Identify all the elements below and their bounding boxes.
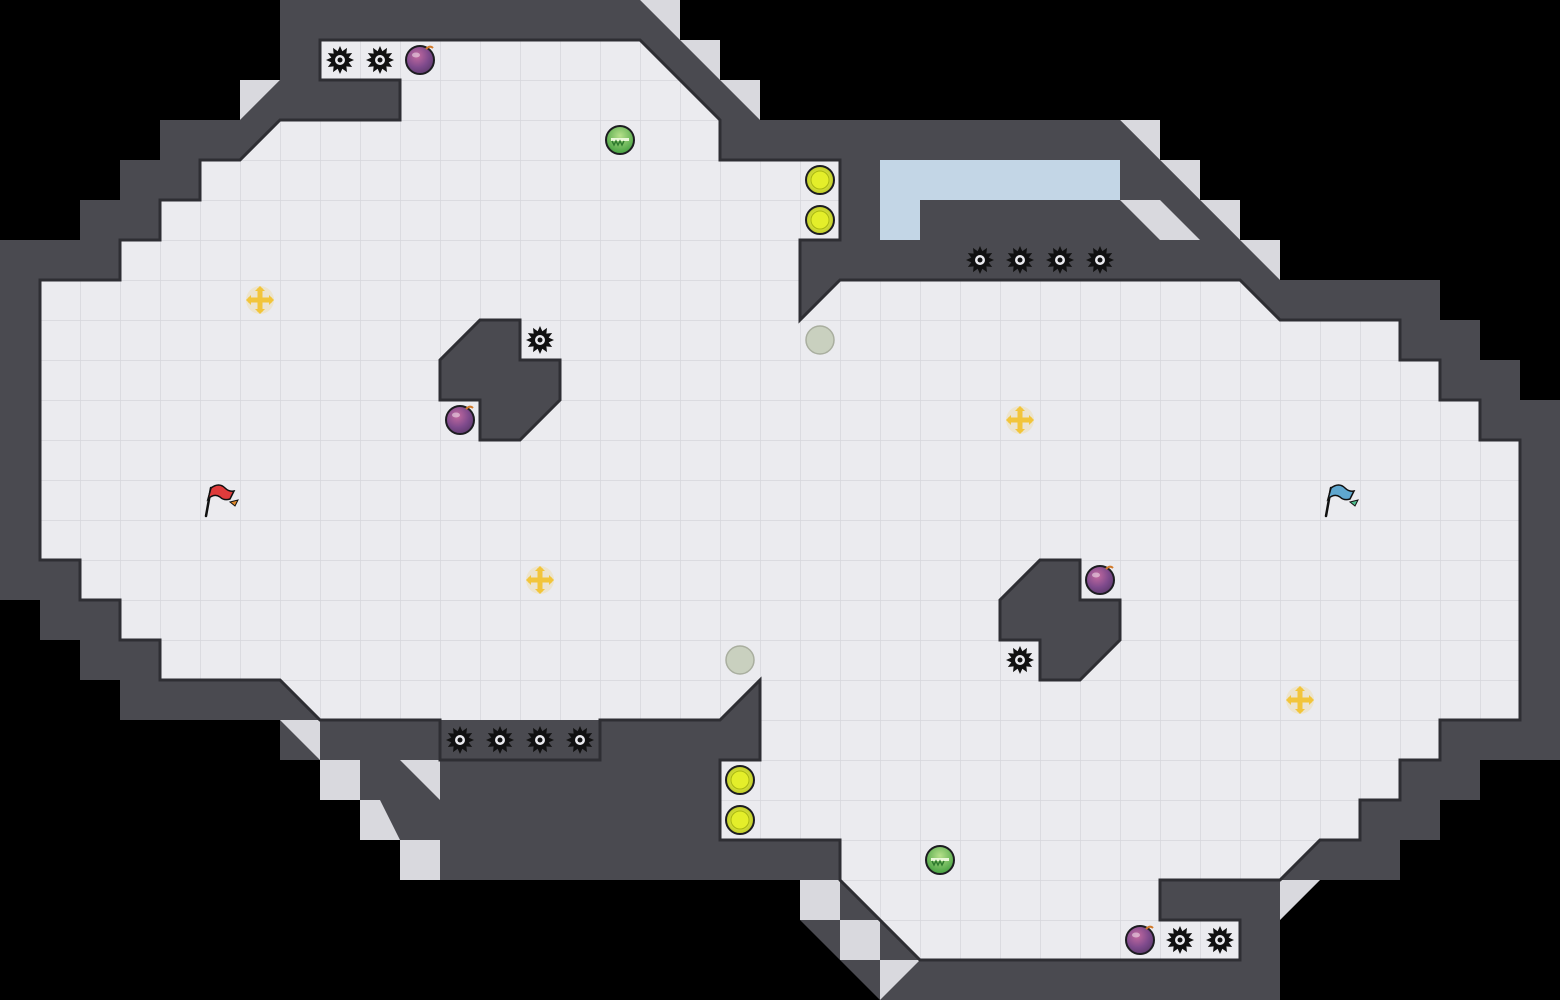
floor xyxy=(40,40,1520,960)
spike-icon xyxy=(1086,246,1114,274)
boost-icon xyxy=(246,286,274,314)
spike-icon xyxy=(526,326,554,354)
red-flag-icon xyxy=(204,484,239,518)
bomb-icon xyxy=(1085,565,1115,595)
boost-icon xyxy=(1286,686,1314,714)
wall-outline xyxy=(38,38,1522,962)
juke-juice-icon xyxy=(925,845,955,875)
inactive-button-icon xyxy=(725,645,755,675)
gate-button-icon xyxy=(725,805,755,835)
spike-icon xyxy=(966,246,994,274)
spike-icon xyxy=(526,726,554,754)
bomb-icon xyxy=(405,45,435,75)
bomb-icon xyxy=(1125,925,1155,955)
spike-icon xyxy=(1046,246,1074,274)
spike-icon xyxy=(1006,646,1034,674)
inactive-button-icon xyxy=(805,325,835,355)
corridor-floor xyxy=(360,200,1200,800)
bomb-icon xyxy=(445,405,475,435)
gate-button-icon xyxy=(805,205,835,235)
gate-button-icon xyxy=(725,765,755,795)
boost-icon xyxy=(526,566,554,594)
spike-icon xyxy=(486,726,514,754)
boost-icon xyxy=(1006,406,1034,434)
spike-icon xyxy=(1206,926,1234,954)
gate-button-icon xyxy=(805,165,835,195)
spike-icon xyxy=(1006,246,1034,274)
spike-icon xyxy=(446,726,474,754)
blue-flag-icon xyxy=(1324,484,1359,518)
spike-icon xyxy=(366,46,394,74)
spike-icon xyxy=(566,726,594,754)
spike-icon xyxy=(326,46,354,74)
juke-juice-icon xyxy=(605,125,635,155)
map-items xyxy=(204,45,1359,955)
spike-icon xyxy=(1166,926,1194,954)
